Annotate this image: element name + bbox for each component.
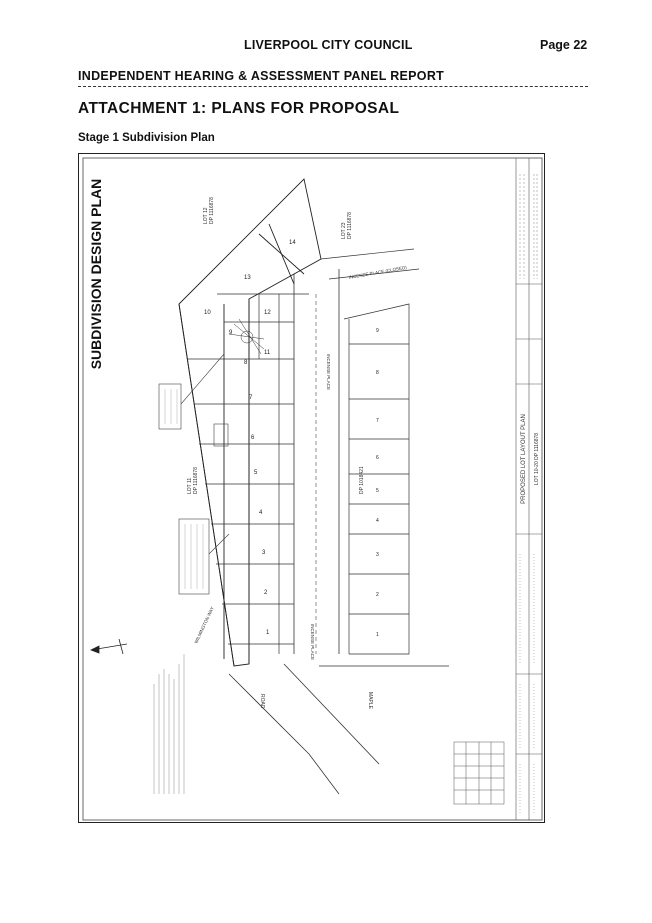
council-name: LIVERPOOL CITY COUNCIL <box>244 38 413 52</box>
lot12-label: LOT 12 <box>203 207 209 224</box>
existing-lot-number: 2 <box>376 592 379 598</box>
attachment-title: ATTACHMENT 1: PLANS FOR PROPOSAL <box>78 100 400 117</box>
page-number: Page 22 <box>540 38 588 52</box>
dp11-label: DP 1116878 <box>193 467 199 494</box>
existing-lot-number: 9 <box>376 328 379 334</box>
cul-de-sac-detail <box>228 318 265 355</box>
proposed-lot-number: 5 <box>254 470 258 476</box>
maple-label: MAPLE <box>367 692 373 710</box>
callout-boxes <box>158 353 230 595</box>
proposed-lot-number: 10 <box>204 310 211 316</box>
proposed-lot-number: 12 <box>264 310 271 316</box>
header-rule <box>78 86 588 87</box>
existing-lot-number: 3 <box>376 552 379 558</box>
proposed-lot-number: 9 <box>229 330 233 336</box>
proposed-lot-number: 2 <box>264 590 268 596</box>
dp23-label: DP 1116878 <box>347 212 353 239</box>
wilmington-label: WILMINGTON WAY <box>193 606 215 645</box>
road-label: ROAD <box>259 694 265 709</box>
north-arrow-icon <box>90 638 128 655</box>
legend-table <box>453 741 505 805</box>
existing-dp-label: DP 1018421 <box>359 466 365 494</box>
proposed-lot-number: 7 <box>249 395 253 401</box>
incense-place-lower-label: INCENSE PLACE <box>310 624 315 660</box>
plan-svg: PROPOSED LOT LAYOUT PLAN LOT 10-20 DP 11… <box>82 157 543 821</box>
maple-road <box>228 663 449 795</box>
existing-lots <box>343 303 410 655</box>
callout-text-lines <box>164 389 204 589</box>
report-title: INDEPENDENT HEARING & ASSESSMENT PANEL R… <box>78 69 445 83</box>
lot11-label: LOT 11 <box>187 478 193 494</box>
existing-lot-number: 6 <box>376 455 379 461</box>
existing-lot-number: 8 <box>376 370 379 376</box>
subdivision-plan-drawing: PROPOSED LOT LAYOUT PLAN LOT 10-20 DP 11… <box>78 153 545 823</box>
proposed-lot-lines <box>187 293 309 654</box>
proposed-lot-number: 14 <box>289 240 296 246</box>
incense-closed-label: INCENSE PLACE (CLOSED) <box>348 265 407 280</box>
existing-lot-number: 5 <box>376 488 379 494</box>
proposed-lot-number: 11 <box>264 350 271 356</box>
proposed-lot-number: 6 <box>251 435 255 441</box>
title-block <box>515 158 542 820</box>
incense-place-label: INCENSE PLACE <box>326 354 331 390</box>
proposed-lot-number: 3 <box>262 550 266 556</box>
proposed-lot-number: 8 <box>244 360 248 366</box>
existing-lot-number: 7 <box>376 418 379 424</box>
proposed-lot-number: 1 <box>266 630 270 636</box>
incense-place-road <box>293 269 340 654</box>
proposed-lot-number: 13 <box>244 275 251 281</box>
inner-frame <box>82 157 543 821</box>
existing-lot-number: 4 <box>376 518 379 524</box>
incense-closed-road <box>320 248 420 280</box>
site-outline <box>178 178 322 667</box>
proposed-lot-number: 4 <box>259 510 263 516</box>
title-block-label: PROPOSED LOT LAYOUT PLAN <box>521 414 527 504</box>
existing-lot-number: 1 <box>376 632 379 638</box>
dp12-label: DP 1116878 <box>209 197 215 224</box>
title-block-sublabel: LOT 10-20 DP 1116878 <box>534 433 540 485</box>
lot23-label: LOT 23 <box>341 222 347 239</box>
plan-title: SUBDIVISION DESIGN PLAN <box>88 179 104 370</box>
plan-notes <box>153 654 185 794</box>
stage-title: Stage 1 Subdivision Plan <box>78 132 215 144</box>
